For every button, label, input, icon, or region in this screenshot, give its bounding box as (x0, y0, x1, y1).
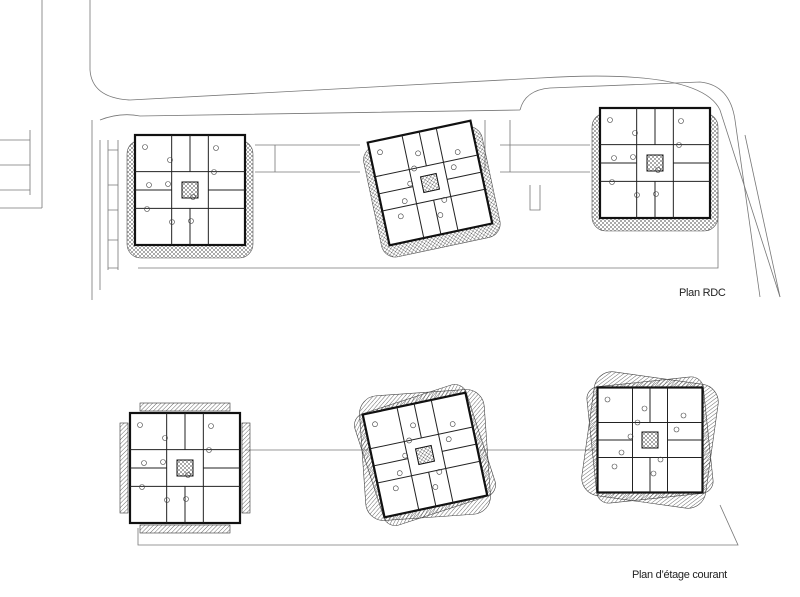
typical-floor-building-1 (119, 402, 251, 534)
ground-floor-building-2 (363, 119, 501, 258)
typical-floor-building-2 (354, 384, 496, 526)
ground-floor-building-3 (591, 106, 719, 232)
typical-floor-plan-label: Plan d’étage courant (632, 569, 727, 581)
site-lines (0, 0, 781, 546)
typical-floor-building-3 (581, 371, 719, 509)
ground-floor-building-1 (126, 133, 254, 259)
ground-floor-plan-label: Plan RDC (679, 287, 726, 299)
